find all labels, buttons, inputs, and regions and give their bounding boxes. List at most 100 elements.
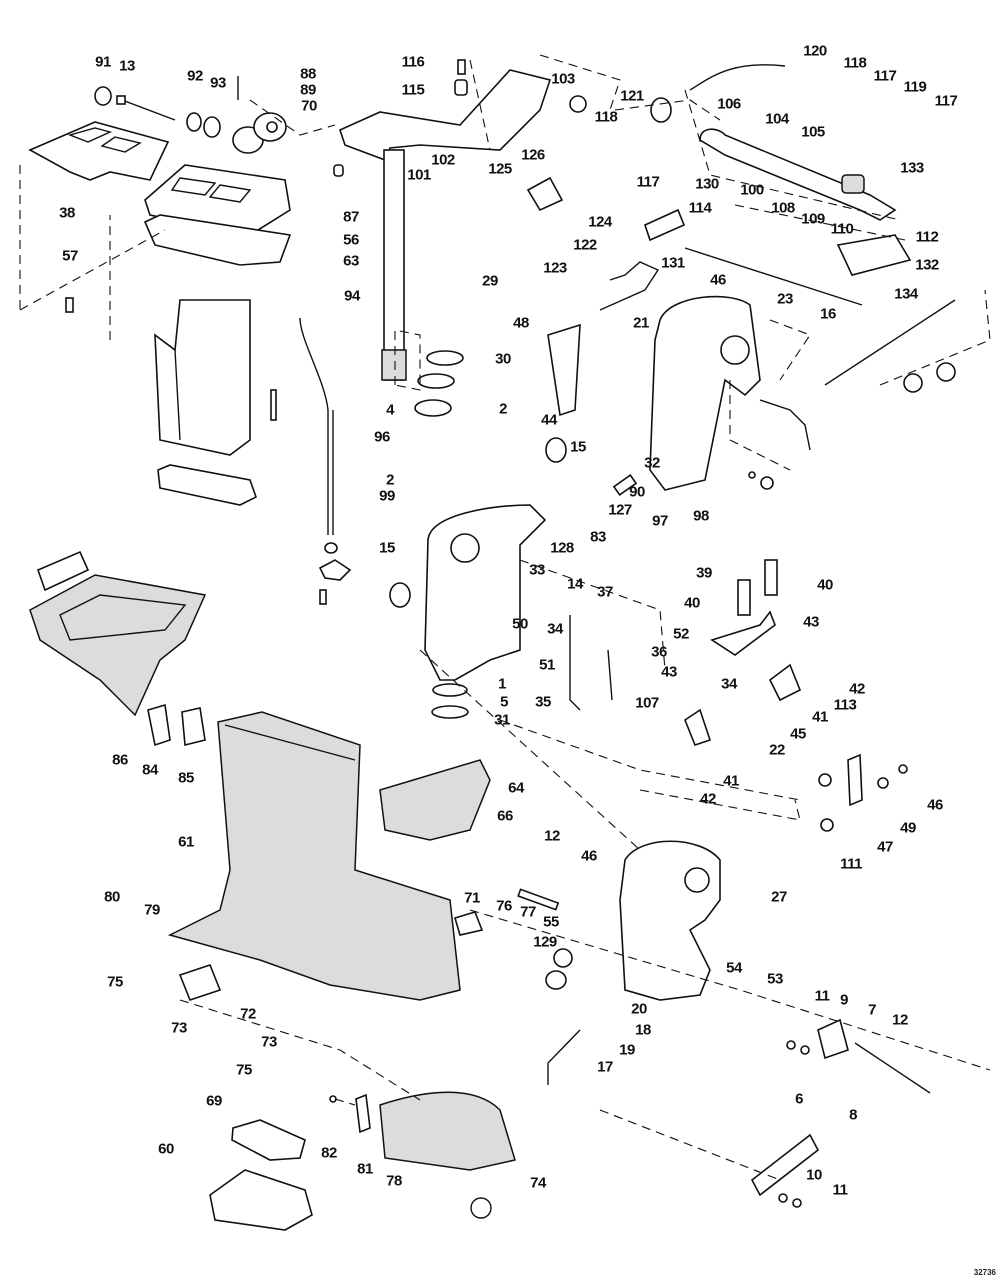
ring-74 (470, 1197, 492, 1219)
callout-18: 18 (635, 1021, 651, 1039)
callout-12: 12 (892, 1011, 908, 1029)
callout-84: 84 (142, 761, 158, 779)
callout-5: 5 (500, 693, 508, 711)
callout-38: 38 (59, 204, 75, 222)
callout-40: 40 (817, 576, 833, 594)
callout-132: 132 (915, 256, 939, 274)
callout-123: 123 (543, 259, 567, 277)
callout-13: 13 (119, 57, 135, 75)
callout-66: 66 (497, 807, 513, 825)
washer-15b (389, 582, 411, 608)
bracket-122 (526, 176, 564, 212)
callout-4: 4 (386, 401, 394, 419)
callout-127: 127 (608, 501, 632, 519)
shroud-64 (379, 759, 491, 841)
callout-7: 7 (868, 1001, 876, 1019)
link-115 (454, 79, 468, 96)
callout-11: 11 (814, 987, 830, 1005)
callout-39: 39 (696, 564, 712, 582)
callout-130: 130 (695, 175, 719, 193)
tilt-lever-24 (759, 399, 811, 451)
callout-112: 112 (915, 228, 939, 246)
screw-58 (319, 589, 327, 605)
callout-33: 33 (529, 561, 545, 579)
bracket-72 (178, 964, 222, 1001)
spring-40a (764, 559, 778, 596)
callout-75: 75 (107, 973, 123, 991)
callout-114: 114 (688, 199, 712, 217)
callout-56: 56 (343, 231, 359, 249)
grommet-121 (650, 97, 672, 123)
callout-42: 42 (849, 680, 865, 698)
callout-64: 64 (508, 779, 524, 797)
cable-120 (689, 64, 786, 91)
callout-88: 88 (300, 65, 316, 83)
thrust-washer-31 (431, 705, 469, 719)
callout-99: 99 (379, 487, 395, 505)
plate-6 (750, 1133, 820, 1197)
callout-129: 129 (533, 933, 557, 951)
callout-12: 12 (544, 827, 560, 845)
callout-50: 50 (512, 615, 528, 633)
callout-78: 78 (386, 1172, 402, 1190)
exhaust-housing-59 (154, 299, 251, 456)
stern-bracket-23 (649, 295, 761, 491)
callout-43: 43 (803, 613, 819, 631)
callout-23: 23 (777, 290, 793, 308)
callout-48: 48 (513, 314, 529, 332)
callout-89: 89 (300, 81, 316, 99)
callout-44: 44 (541, 411, 557, 429)
callout-82: 82 (321, 1144, 337, 1162)
callout-49: 49 (900, 819, 916, 837)
callout-60: 60 (158, 1140, 174, 1158)
callout-37: 37 (597, 583, 613, 601)
exhaust-housing-61 (167, 711, 461, 1001)
gasket-85 (181, 707, 206, 747)
callout-85: 85 (178, 769, 194, 787)
rod-134 (684, 247, 863, 306)
callout-74: 74 (530, 1174, 546, 1192)
screw-57 (65, 297, 74, 313)
callout-96: 96 (374, 428, 390, 446)
lever-48 (547, 323, 581, 417)
throttle-lever-21 (599, 261, 660, 311)
callout-91: 91 (95, 53, 111, 71)
callout-61: 61 (178, 833, 194, 851)
callout-1: 1 (498, 675, 506, 693)
callout-118: 118 (594, 108, 618, 126)
exhaust-plate-63 (143, 214, 292, 266)
callout-124: 124 (588, 213, 612, 231)
rod-17 (547, 1029, 581, 1085)
link-47 (847, 753, 863, 807)
callout-79: 79 (144, 901, 160, 919)
shroud-65 (29, 574, 207, 717)
plate-60 (209, 1169, 313, 1231)
callout-81: 81 (357, 1160, 373, 1178)
callout-73: 73 (261, 1033, 277, 1051)
callout-105: 105 (801, 123, 825, 141)
callout-128: 128 (550, 539, 574, 557)
washer-92 (186, 112, 202, 132)
callout-31: 31 (494, 711, 510, 729)
callout-36: 36 (651, 643, 667, 661)
plug-87 (333, 164, 344, 177)
callout-93: 93 (210, 74, 226, 92)
screw-62 (270, 389, 277, 421)
callout-87: 87 (343, 208, 359, 226)
gasket-67 (157, 464, 257, 506)
callout-125: 125 (488, 160, 512, 178)
callout-90: 90 (629, 483, 645, 501)
bushing-133 (841, 174, 865, 194)
callout-134: 134 (894, 285, 918, 303)
callout-103: 103 (551, 70, 575, 88)
nut-55b (553, 948, 573, 968)
nut-11b (792, 1198, 802, 1208)
callout-42: 42 (700, 790, 716, 808)
callout-14: 14 (567, 575, 583, 593)
mount-70 (232, 112, 287, 154)
callout-70: 70 (301, 97, 317, 115)
callout-94: 94 (344, 287, 360, 305)
nut-11a (786, 1040, 796, 1050)
washer-15a (545, 437, 567, 463)
